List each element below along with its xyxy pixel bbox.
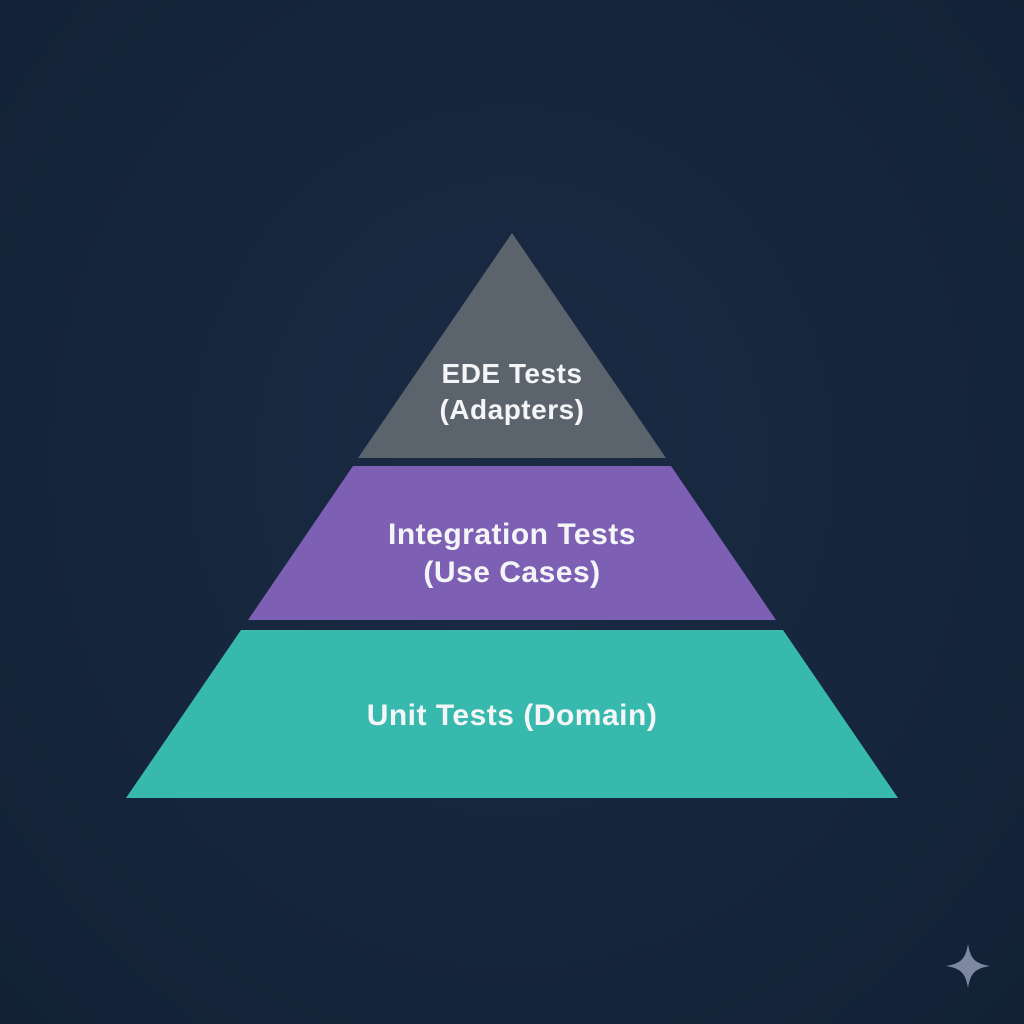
layer-top-label-line2: (Adapters) — [439, 394, 584, 425]
layer-middle-label-line2: (Use Cases) — [423, 556, 600, 589]
pyramid-layer-middle-shape — [248, 466, 776, 620]
sparkle-watermark — [942, 940, 994, 992]
sparkle-icon — [946, 944, 990, 988]
layer-top-label-line1: EDE Tests — [442, 358, 583, 389]
sparkle-icon-shape — [946, 944, 990, 988]
layer-bottom-label-line1: Unit Tests (Domain) — [367, 699, 658, 732]
pyramid-layer-top-shape — [358, 233, 666, 458]
layer-middle-label-line1: Integration Tests — [388, 518, 636, 551]
pyramid-layer-bottom-shape — [126, 630, 898, 798]
